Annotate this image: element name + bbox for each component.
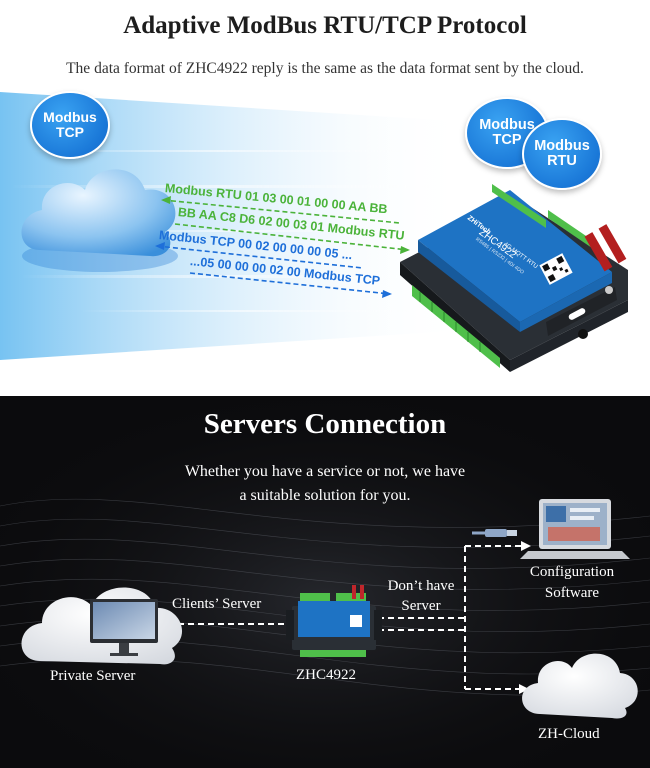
description-line-2: a suitable solution for you. — [239, 487, 411, 504]
dont-have-line-2: Server — [401, 598, 441, 614]
bubble-line: Modbus — [534, 137, 590, 154]
usb-dongle-icon — [472, 529, 517, 537]
bubble-line: RTU — [547, 153, 577, 169]
bubble-line: Modbus — [479, 116, 535, 133]
zh-cloud-icon — [522, 653, 638, 719]
light-beam — [0, 92, 628, 372]
message-arrows — [155, 196, 410, 298]
connection-lines — [176, 545, 522, 690]
cloud-icon — [21, 169, 178, 272]
dont-have-line-1: Don’t have — [387, 578, 455, 594]
bubble-line: Modbus — [43, 109, 97, 126]
servers-title: Servers Connection — [203, 408, 447, 440]
protocol-section: Adaptive ModBus RTU/TCP Protocol The dat… — [0, 12, 628, 372]
zhc4922-device-icon — [286, 585, 382, 657]
servers-description: Whether you have a service or not, we ha… — [0, 460, 650, 508]
dark-wave-background — [0, 396, 650, 768]
zh-cloud-label: ZH-Cloud — [538, 726, 600, 742]
config-line-2: Software — [544, 585, 600, 601]
dont-have-server-label: Don’t have Server — [376, 576, 466, 616]
bubble-line: TCP — [492, 132, 522, 148]
description-line-1: Whether you have a service or not, we ha… — [184, 463, 466, 480]
clients-server-label: Clients’ Server — [172, 596, 262, 612]
servers-section: Servers Connection Whether you have a se… — [0, 396, 650, 768]
zhc4922-device-illustration — [400, 184, 628, 372]
protocol-subtitle: The data format of ZHC4922 reply is the … — [66, 60, 584, 77]
configuration-software-label: Configuration Software — [516, 562, 628, 604]
bubble-line: TCP — [56, 124, 84, 140]
private-server-cloud-icon — [21, 587, 183, 665]
config-line-1: Configuration — [529, 564, 615, 580]
protocol-title: Adaptive ModBus RTU/TCP Protocol — [123, 12, 527, 39]
device-name-label: ZHC4922 — [296, 667, 356, 683]
laptop-icon — [520, 499, 630, 559]
private-server-label: Private Server — [50, 668, 136, 684]
